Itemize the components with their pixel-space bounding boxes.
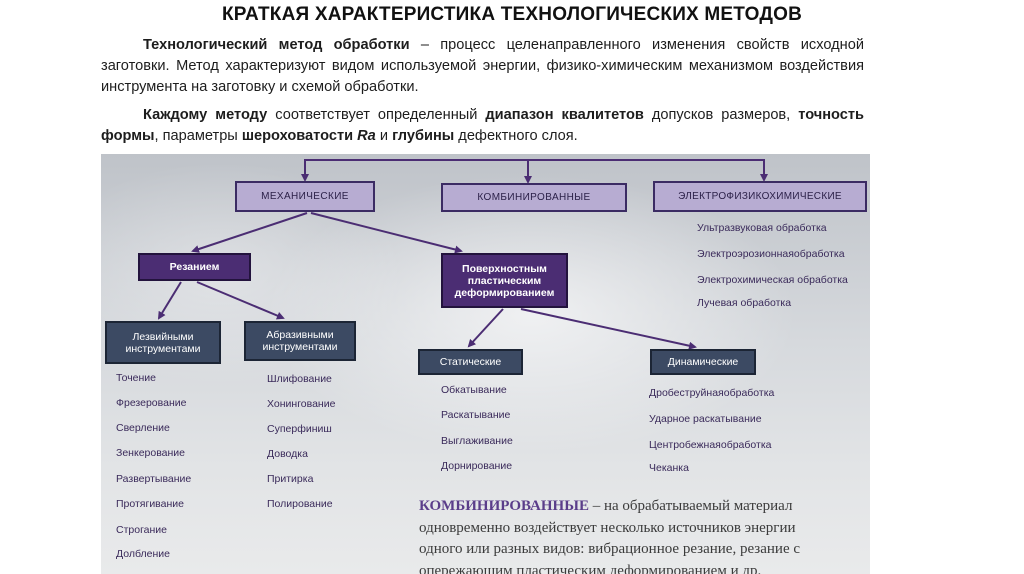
static-box: Статические bbox=[418, 349, 523, 375]
text-bold: Каждому методу bbox=[143, 107, 268, 123]
blade-item: Фрезерование bbox=[116, 397, 187, 409]
text-run: допусков размеров, bbox=[643, 107, 799, 123]
text-run: , параметры bbox=[154, 128, 242, 144]
abrasive-tools-box: Абразивными инструментами bbox=[244, 321, 356, 361]
abrasive-item: Полирование bbox=[267, 498, 333, 510]
cutting-box: Резанием bbox=[138, 253, 251, 281]
abrasive-item: Доводка bbox=[267, 448, 308, 460]
static-item: Обкатывание bbox=[441, 384, 507, 396]
static-item: Раскатывание bbox=[441, 409, 511, 421]
text-run: соответствует определенный bbox=[267, 107, 486, 123]
dynamic-item: Ударное раскатывание bbox=[649, 413, 762, 425]
abrasive-item: Суперфиниш bbox=[267, 423, 332, 435]
blade-item: Точение bbox=[116, 372, 157, 384]
text-line: одновременно воздействует несколько исто… bbox=[419, 519, 796, 536]
combined-keyword: КОМБИНИРОВАННЫЕ bbox=[419, 498, 589, 514]
methods-diagram: МЕХАНИЧЕСКИЕ КОМБИНИРОВАННЫЕ ЭЛЕКТРОФИЗИ… bbox=[101, 154, 870, 574]
electro-item: Электроэрозионнаяобработка bbox=[697, 248, 845, 260]
surface-plastic-deformation-box: Поверхностным пластическим деформировани… bbox=[441, 253, 568, 308]
blade-item: Долбление bbox=[116, 548, 170, 560]
blade-item: Строгание bbox=[116, 524, 168, 536]
abrasive-item: Притирка bbox=[267, 473, 314, 485]
text-run: – на обрабатываемый материал bbox=[588, 498, 793, 514]
text-italic: Ra bbox=[357, 128, 376, 144]
text-bold: шероховатости bbox=[241, 128, 358, 144]
combined-box: КОМБИНИРОВАННЫЕ bbox=[441, 183, 627, 212]
text-run: дефектного слоя. bbox=[454, 128, 578, 144]
text-line: опережающим пластическим деформированием… bbox=[419, 562, 762, 574]
static-item: Выглаживание bbox=[441, 435, 513, 447]
electro-item: Ультразвуковая обработка bbox=[697, 222, 827, 234]
page-title: КРАТКАЯ ХАРАКТЕРИСТИКА ТЕХНОЛОГИЧЕСКИХ М… bbox=[222, 4, 802, 25]
blade-item: Сверление bbox=[116, 422, 170, 434]
blade-item: Протягивание bbox=[116, 498, 184, 510]
dynamic-item: Центробежнаяобработка bbox=[649, 439, 772, 451]
dynamic-item: Дробеструйнаяобработка bbox=[649, 387, 775, 399]
blade-tools-box: Лезвийными инструментами bbox=[105, 321, 221, 364]
definition-text: – процесс целенаправленного изменения св… bbox=[101, 37, 864, 95]
definition-paragraph: Технологический метод обработки – процес… bbox=[101, 35, 864, 98]
blade-item: Зенкерование bbox=[116, 447, 186, 459]
mechanical-box: МЕХАНИЧЕСКИЕ bbox=[235, 181, 375, 212]
electro-item: Лучевая обработка bbox=[697, 297, 792, 309]
abrasive-item: Шлифование bbox=[267, 373, 332, 385]
dynamic-item: Чеканка bbox=[649, 462, 689, 474]
static-item: Дорнирование bbox=[441, 460, 513, 472]
electrophysicochemical-box: ЭЛЕКТРОФИЗИКОХИМИЧЕСКИЕ bbox=[653, 181, 867, 212]
connector-lines bbox=[157, 159, 768, 350]
text-bold: глубины bbox=[392, 128, 455, 144]
combined-description: КОМБИНИРОВАННЫЕ – на обрабатываемый мате… bbox=[419, 496, 866, 574]
definition-term: Технологический метод обработки bbox=[143, 37, 410, 53]
text-line: одного или разных видов: вибрационное ре… bbox=[419, 541, 801, 557]
text-bold: диапазон квалитетов bbox=[485, 107, 644, 123]
dynamic-box: Динамические bbox=[650, 349, 756, 375]
method-paragraph: Каждому методу соответствует определенны… bbox=[101, 105, 864, 147]
electro-item: Электрохимическая обработка bbox=[697, 274, 848, 286]
blade-item: Развертывание bbox=[116, 473, 192, 485]
text-bold: точность формы bbox=[101, 107, 865, 144]
abrasive-item: Хонингование bbox=[267, 398, 336, 410]
text-run: и bbox=[375, 128, 393, 144]
